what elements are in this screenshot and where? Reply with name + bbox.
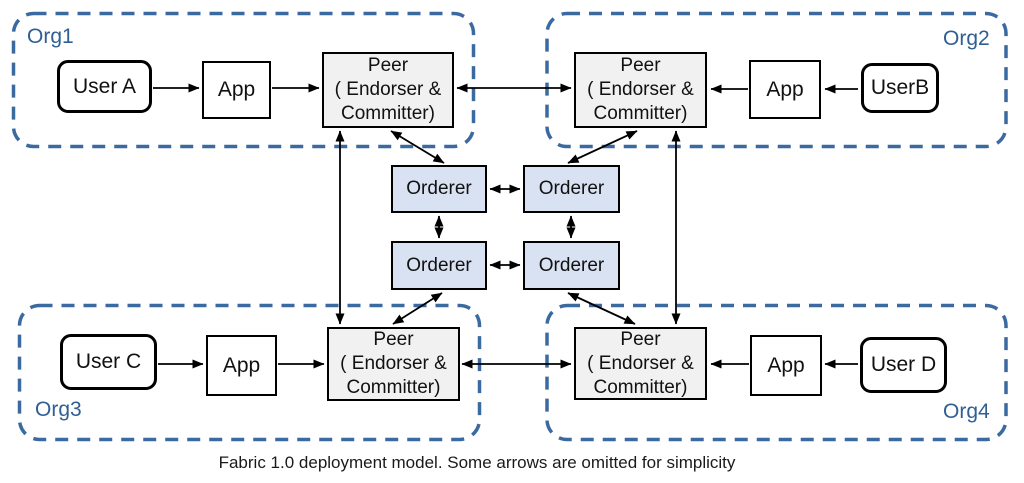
arrow-peer2-orderer-tr (567, 130, 638, 164)
user-d-box: User D (860, 337, 947, 393)
org1-app-box: App (202, 61, 271, 119)
org1-peer-box: Peer ( Endorser & Committer) (322, 52, 454, 128)
arrow-peer3-orderer-bl (392, 292, 443, 325)
org3-peer-box: Peer ( Endorser & Committer) (327, 327, 460, 401)
org1-label: Org1 (27, 25, 74, 48)
user-b-box: UserB (861, 63, 939, 113)
peer-line-1: Peer (367, 55, 409, 76)
org3-boundary (17, 303, 482, 442)
figure-caption: Fabric 1.0 deployment model. Some arrows… (218, 453, 736, 472)
peer-line-2: ( Endorser & (340, 353, 447, 374)
peer-line-3: Committer) (341, 103, 435, 124)
orderer-top-right: Orderer (523, 165, 620, 213)
orderer-top-left: Orderer (391, 165, 487, 213)
org2-label: Org2 (943, 27, 990, 50)
orderer-bottom-left: Orderer (391, 241, 487, 290)
arrow-peer1-orderer-tl (390, 130, 445, 164)
user-c-box: User C (60, 334, 157, 390)
user-a-box: User A (57, 60, 152, 113)
org1-boundary (11, 11, 476, 149)
org4-peer-box: Peer ( Endorser & Committer) (574, 327, 707, 400)
peer-line-3: Committer) (593, 103, 688, 124)
peer-line-2: ( Endorser & (587, 79, 694, 100)
orderer-bottom-right: Orderer (523, 241, 620, 290)
peer-line-1: Peer (620, 55, 661, 76)
arrow-peer4-orderer-br (567, 292, 636, 325)
peer-line-2: ( Endorser & (587, 352, 694, 374)
peer-line-3: Committer) (593, 376, 688, 398)
org4-app-box: App (750, 335, 822, 396)
org3-app-box: App (206, 335, 277, 396)
org4-label: Org4 (943, 400, 990, 423)
org2-peer-box: Peer ( Endorser & Committer) (574, 52, 707, 128)
org2-boundary (545, 11, 1008, 149)
peer-line-1: Peer (620, 328, 661, 350)
peer-line-1: Peer (373, 329, 414, 350)
peer-line-3: Committer) (346, 377, 441, 398)
org4-boundary (545, 303, 1008, 442)
org2-app-box: App (749, 60, 821, 119)
peer-line-2: ( Endorser & (334, 79, 442, 100)
org3-label: Org3 (35, 398, 82, 421)
